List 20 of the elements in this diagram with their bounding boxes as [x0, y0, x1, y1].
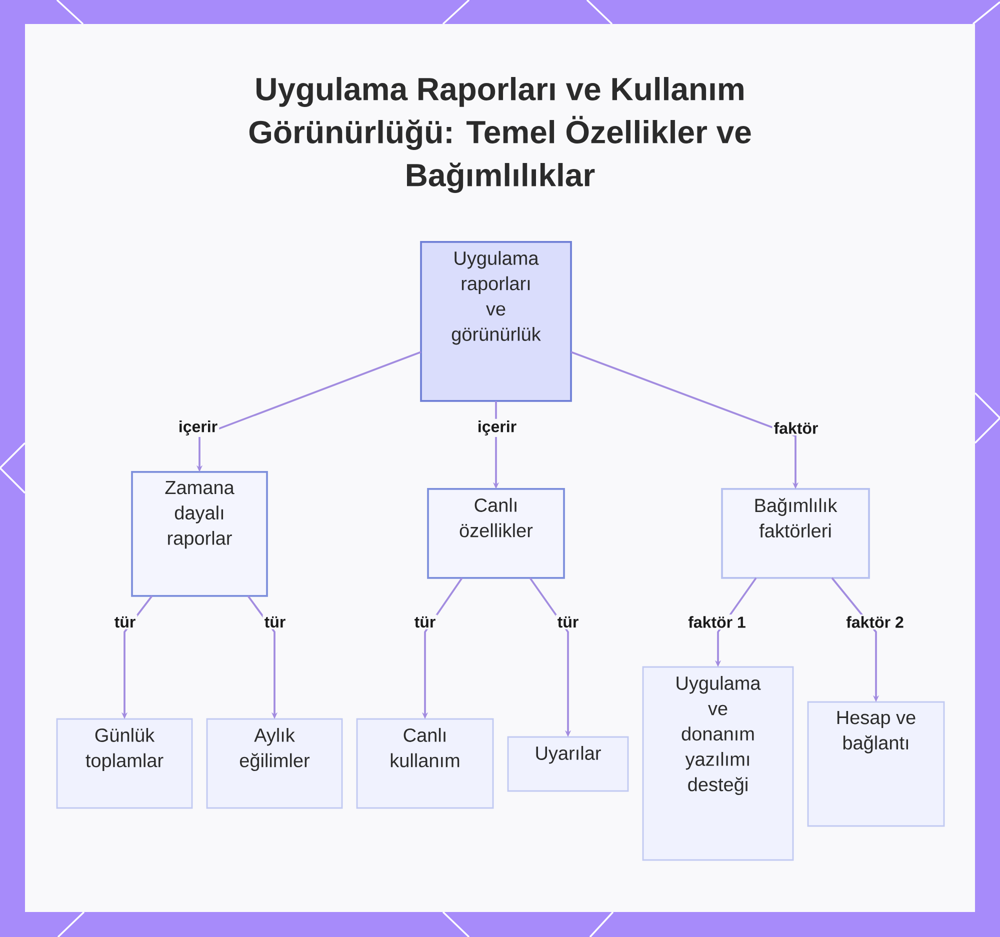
- edge-label: faktör 2: [844, 614, 906, 630]
- category-box: Zamana dayalı raporlar: [131, 471, 268, 597]
- category-box: Bağımlılık faktörleri: [721, 488, 870, 579]
- edge-label: tür: [556, 614, 580, 630]
- edge-label: içerir: [176, 418, 220, 438]
- title: Uygulama Raporları ve Kullanım Görünürlüğü: Temel Özellikler ve Bağımlılıklar: [249, 77, 751, 193]
- item-box: Uygulama ve donanım yazılımı desteği: [642, 666, 794, 861]
- topic-box: Uygulama raporları ve görünürlük: [420, 241, 572, 402]
- item-box: Hesap ve bağlantı: [807, 701, 945, 827]
- item-box: Canlı kullanım: [356, 718, 494, 809]
- item-box: Aylık eğilimler: [206, 718, 343, 809]
- edge-label: tür: [112, 614, 138, 630]
- item-box: Günlük toplamlar: [56, 718, 193, 809]
- edge-label: içerir: [476, 418, 518, 438]
- edge-label: faktör 1: [686, 614, 748, 630]
- edge-label: tür: [412, 614, 438, 630]
- edge-label: faktör: [772, 420, 820, 436]
- edge-label: tür: [262, 614, 288, 630]
- item-box: Uyarılar: [507, 736, 629, 792]
- category-box: Canlı özellikler: [427, 488, 565, 579]
